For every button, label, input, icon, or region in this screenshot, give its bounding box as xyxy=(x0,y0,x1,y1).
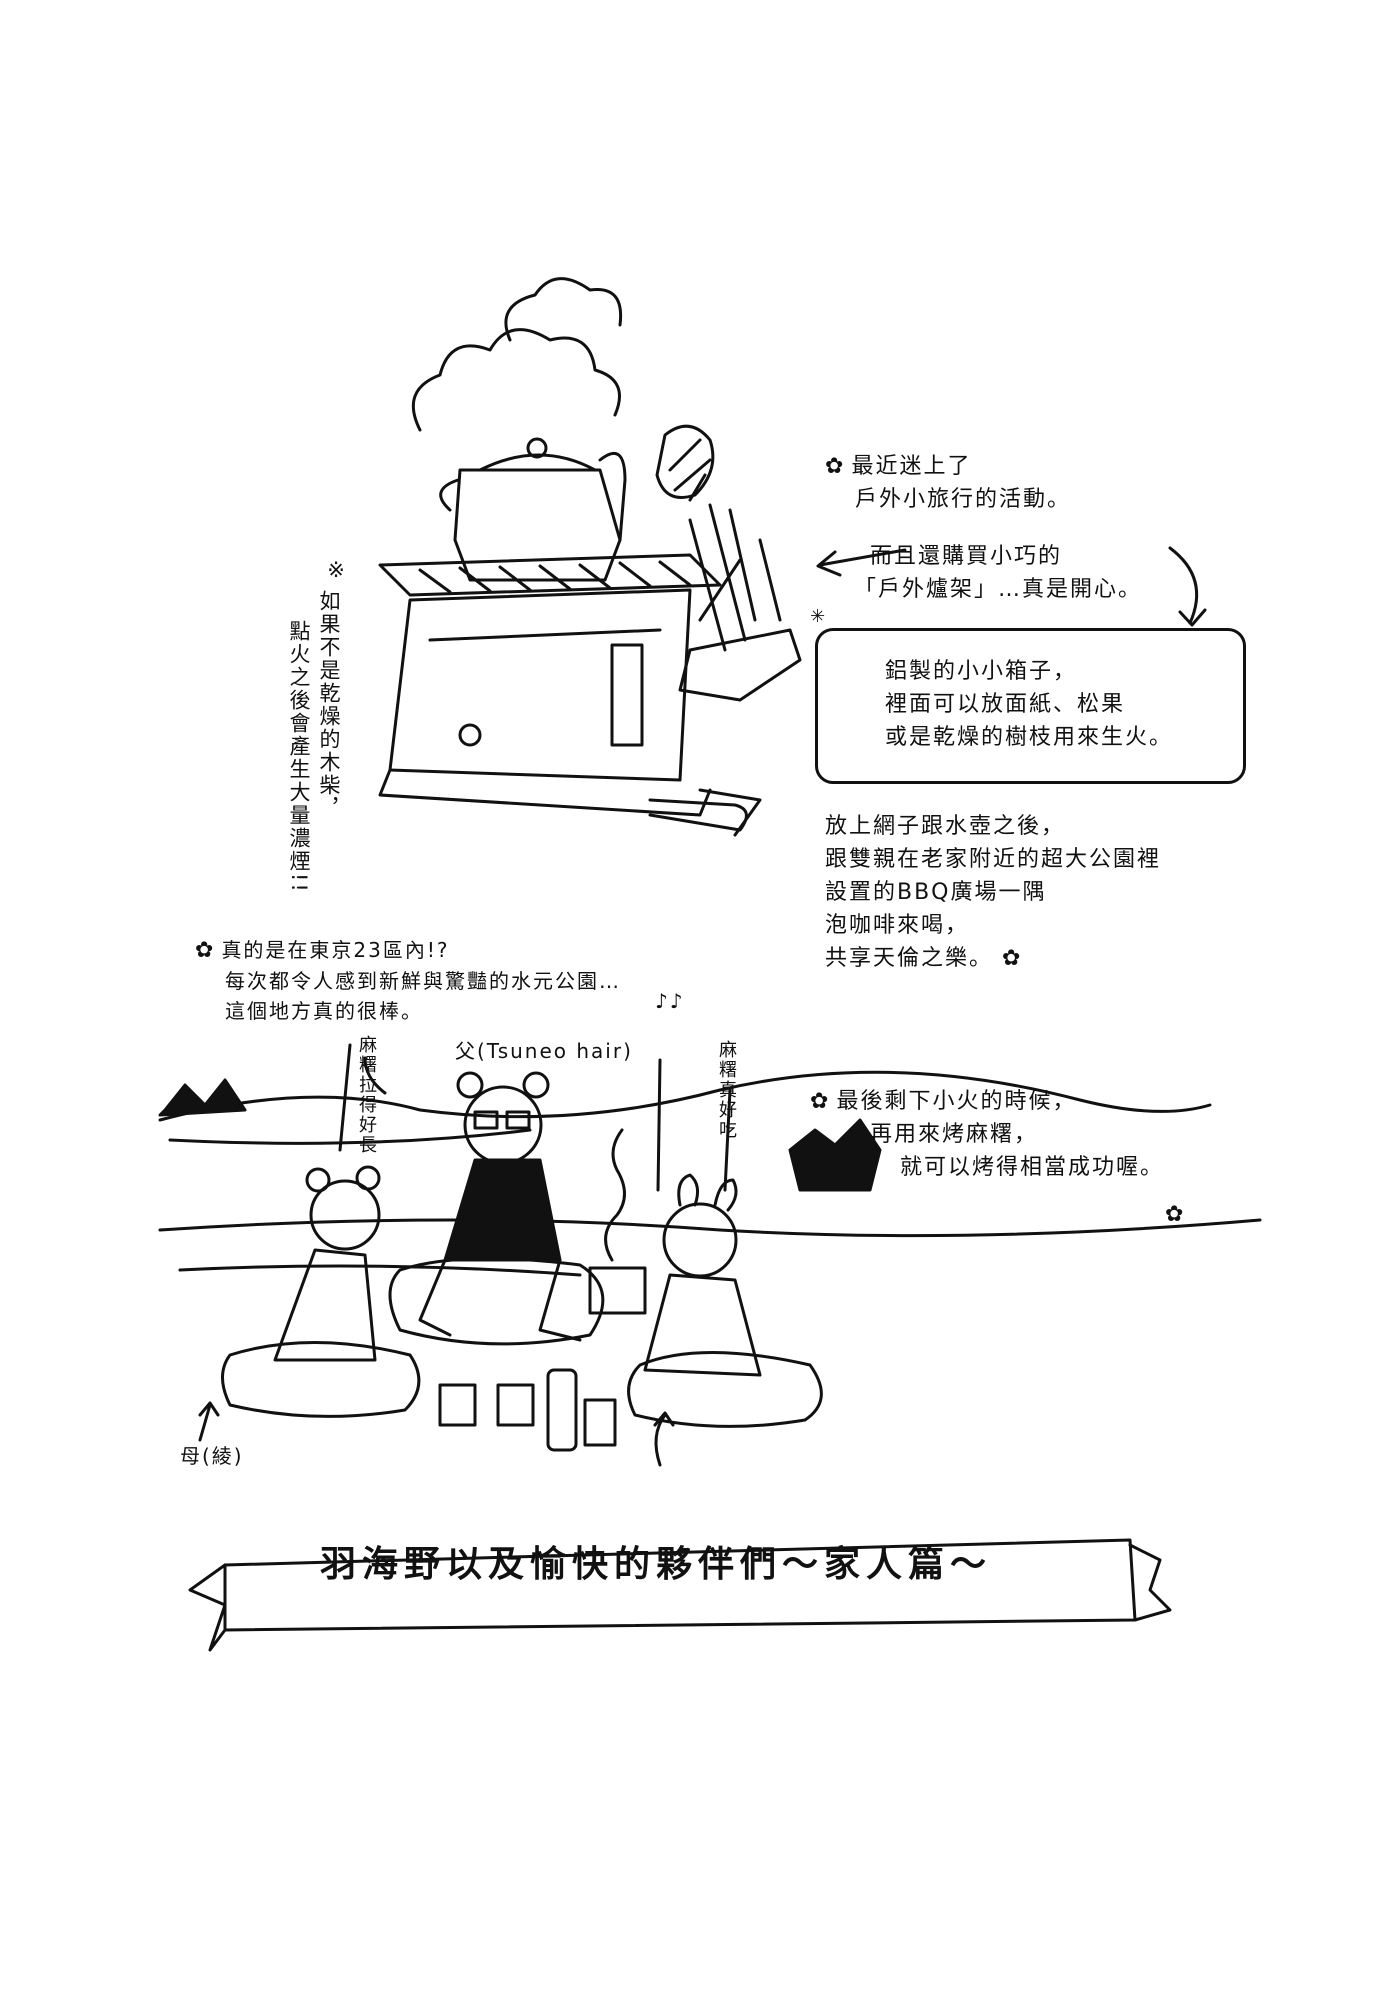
tissue xyxy=(678,628,802,702)
stove-handle xyxy=(648,798,748,832)
child-rock xyxy=(627,1351,823,1428)
mother-body xyxy=(273,1248,377,1362)
mother-head xyxy=(309,1179,381,1251)
bottle-icon xyxy=(546,1368,578,1452)
note-stove: 而且還購買小巧的 「戶外爐架」…真是開心。 xyxy=(854,544,1143,602)
note-coffee: 放上網子跟水壺之後， 跟雙親在老家附近的超大公園裡 設置的BBQ廣場一隅 泡咖啡… xyxy=(825,814,1162,971)
small-stove xyxy=(588,1266,647,1315)
cup-icon xyxy=(583,1398,617,1447)
note-box: 鋁製的小小箱子， 裡面可以放面紙、松果 或是乾燥的樹枝用來生火。 xyxy=(885,659,1174,750)
note-smoke-1: 如果不是乾燥的木柴， xyxy=(317,590,341,820)
mug-icon xyxy=(438,1383,477,1427)
glasses-icon xyxy=(473,1110,499,1130)
flower-icon: ✿ xyxy=(1165,1202,1186,1227)
smoke-curl xyxy=(604,1128,626,1262)
sparkle-icon: ✳ xyxy=(810,606,828,627)
stove-box xyxy=(388,588,692,782)
flower-icon: ✿ xyxy=(825,454,846,479)
kettle-knob xyxy=(526,437,548,459)
label-mochi-tasty: 麻糬真好吃 xyxy=(716,1040,737,1140)
kettle-lid xyxy=(478,453,597,472)
kettle xyxy=(453,468,622,582)
rock-seat xyxy=(388,1257,605,1346)
flower-icon: ✿ xyxy=(195,938,216,963)
mug-icon xyxy=(496,1383,535,1427)
trees xyxy=(158,1078,247,1117)
note-park: ✿真的是在東京23區內!? 每次都令人感到新鮮與驚豔的水元公園… 這個地方真的很… xyxy=(195,938,621,1023)
note-fire: ✿最後剩下小火的時候， 再用來烤麻糬， 就可以烤得相當成功喔。 xyxy=(810,1089,1165,1180)
arrow-icon xyxy=(653,1411,675,1467)
flower-icon: ✿ xyxy=(993,946,1023,971)
kettle-handle xyxy=(598,451,627,542)
trees xyxy=(788,1118,882,1192)
label-father: 父(Tsuneo hair) xyxy=(455,1039,633,1063)
grill-net xyxy=(378,553,722,597)
note-smoke-mark: ※ xyxy=(324,558,348,584)
label-mother: 母(綾) xyxy=(180,1444,244,1468)
page-title: 羽海野以及愉快的夥伴們～家人篇～ xyxy=(320,1544,993,1585)
pine-cone xyxy=(655,424,715,499)
flower-icon: ✿ xyxy=(810,1089,831,1114)
note-smoke-2: 點火之後會產生大量濃煙!! xyxy=(287,620,311,894)
note-hobby: ✿最近迷上了 戶外小旅行的活動。 xyxy=(825,454,1072,512)
smoke-cloud xyxy=(411,328,621,432)
father-body xyxy=(443,1158,562,1262)
arrow-icon xyxy=(198,1401,220,1442)
child-head xyxy=(662,1202,738,1278)
kettle-spout xyxy=(439,478,460,512)
arrow-icon xyxy=(1168,546,1207,627)
twigs xyxy=(688,503,782,652)
note-box-frame xyxy=(815,628,1246,784)
smoke-cloud xyxy=(504,277,623,342)
music-notes-icon: ♪♪ xyxy=(655,989,685,1013)
mother-rock xyxy=(221,1341,421,1418)
arrow-icon xyxy=(816,548,907,577)
label-mochi-stretch: 麻糬拉得好長 xyxy=(356,1035,377,1155)
child-body xyxy=(643,1273,762,1377)
stove-vent-icon xyxy=(458,723,482,747)
